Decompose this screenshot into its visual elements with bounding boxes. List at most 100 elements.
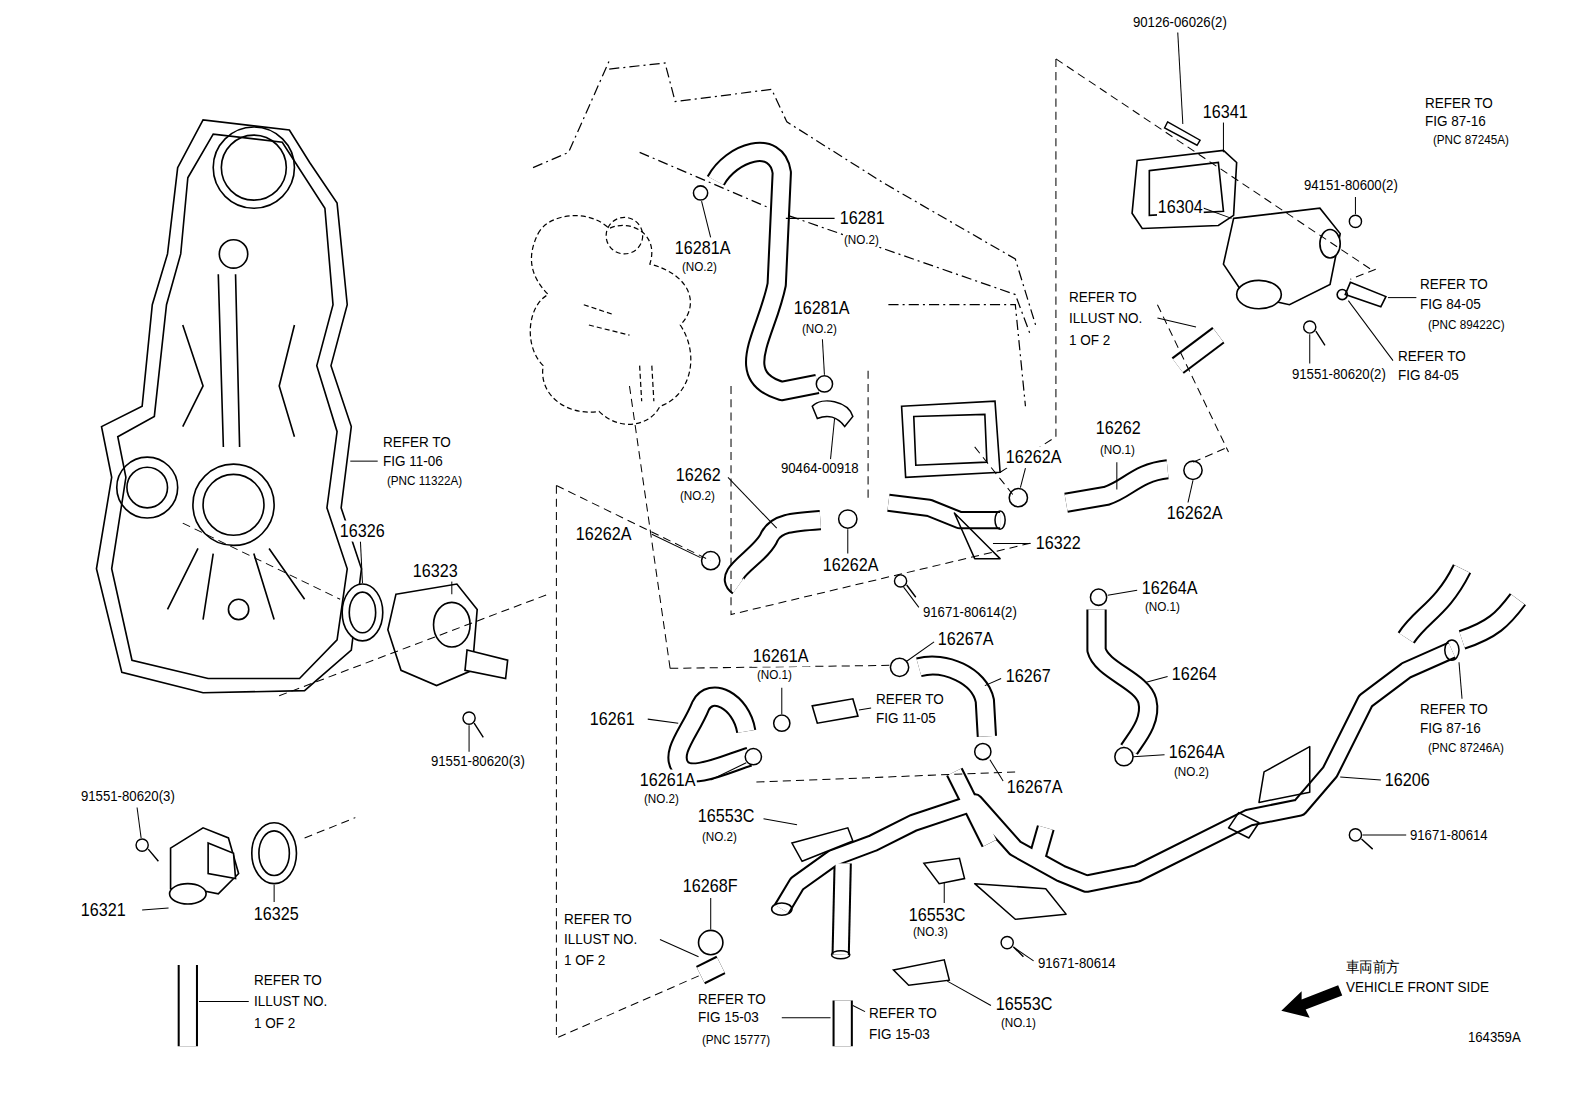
part-number: 16264	[1171, 664, 1218, 685]
hoses-part-part	[835, 1000, 851, 1046]
hoses-part-part	[1462, 599, 1518, 640]
part-number: 16267A	[937, 629, 994, 650]
sub-note: (NO.2)	[801, 322, 838, 336]
clamps-clips-part	[893, 960, 949, 985]
sub-note: (NO.2)	[843, 233, 880, 247]
dashed-guides-part	[756, 772, 1015, 782]
hoses-part-part	[833, 1000, 853, 1046]
water-pipe-part-part	[1259, 747, 1310, 803]
part-number: 16262A	[1166, 503, 1223, 524]
clamps-clips-part	[816, 376, 832, 392]
reference-note: 車両前方	[1345, 959, 1401, 976]
part-code: 91671-80614	[1037, 955, 1117, 972]
part-number: 16281A	[793, 298, 850, 319]
part-code: 90464-00918	[780, 460, 860, 477]
reference-note: 1 OF 2	[253, 1015, 296, 1032]
reference-note: FIG 87-16	[1419, 720, 1482, 737]
housings-part	[342, 584, 383, 641]
leader-lines-part	[1157, 318, 1196, 327]
part-number: 16341	[1202, 102, 1249, 123]
leader-lines-part	[1108, 590, 1137, 595]
part-number: 16264A	[1168, 742, 1225, 763]
part-code: 94151-80600(2)	[1303, 177, 1399, 194]
leader-lines-part	[1178, 33, 1183, 124]
part-number: 16261A	[639, 770, 696, 791]
bolts-part	[1304, 321, 1316, 333]
engine-outline-part	[640, 152, 1031, 335]
clamps-clips-part	[1009, 489, 1027, 507]
housings-part	[465, 650, 508, 678]
timing-cover-part	[183, 325, 295, 437]
housings-part	[208, 843, 235, 879]
timing-cover-part	[219, 240, 247, 268]
housings-part	[434, 602, 471, 647]
leader-lines-part	[1133, 755, 1164, 757]
water-pipe-part-part	[1229, 813, 1259, 838]
water-pipe-part-part	[888, 503, 1000, 520]
dashed-guides	[183, 59, 1376, 1038]
reference-note: ILLUST NO.	[1068, 310, 1143, 327]
clamps-clips-part	[1090, 589, 1106, 605]
housings-part	[388, 584, 477, 686]
leader-lines-part	[1348, 301, 1393, 361]
water-pipe-part-part	[1445, 640, 1459, 660]
dashed-guides-part	[629, 386, 670, 668]
hoses-part-part	[734, 520, 820, 586]
part-number: 16268F	[682, 876, 738, 897]
leader-lines-part	[1388, 297, 1416, 298]
part-number: 16262A	[1005, 447, 1062, 468]
leader-lines-part	[469, 725, 470, 751]
bolts	[136, 122, 1373, 957]
water-pipe-part	[772, 511, 1459, 959]
part-number: 16281A	[674, 238, 731, 259]
hoses-part-part	[1097, 609, 1149, 749]
sub-note: (PNC 87245A)	[1432, 133, 1510, 147]
water-pipe-part-part	[832, 951, 850, 959]
part-code: 91551-80620(3)	[80, 788, 176, 805]
part-code: 91551-80620(2)	[1291, 366, 1387, 383]
sub-note: (PNC 15777)	[701, 1033, 771, 1047]
dashed-guides-part	[279, 594, 548, 696]
leader-lines-part	[1116, 462, 1117, 489]
clamps-clips-part	[890, 658, 908, 676]
reference-note: FIG 15-03	[697, 1009, 760, 1026]
part-code: 91551-80620(3)	[430, 753, 526, 770]
water-pipe-part-part	[954, 772, 990, 843]
leader-lines-part	[660, 940, 699, 957]
part-number: 16262A	[822, 555, 879, 576]
bolts-part	[1001, 936, 1013, 948]
leader-lines-part	[350, 461, 377, 462]
leader-lines-part	[728, 477, 777, 528]
bolts-part	[148, 331, 1372, 957]
housings-part	[1345, 282, 1386, 306]
sub-note: (NO.1)	[756, 668, 793, 682]
water-pipe-part	[782, 503, 1452, 955]
sub-note: (NO.1)	[1000, 1016, 1037, 1030]
timing-cover-part	[213, 127, 294, 208]
water-pipe-part-part	[841, 863, 843, 954]
sub-note: (NO.1)	[1144, 600, 1181, 614]
engine-outline-part	[609, 63, 1035, 325]
part-number: 16264A	[1141, 578, 1198, 599]
clamps-clips-part	[839, 510, 857, 528]
timing-cover-part	[96, 120, 361, 693]
leader-lines-part	[1201, 207, 1231, 218]
manifold-sketch	[530, 216, 691, 425]
manifold-sketch-part	[584, 305, 630, 335]
bolts-part	[1349, 215, 1361, 227]
leader-lines-part	[1014, 948, 1033, 961]
reference-note: FIG 11-06	[382, 453, 444, 470]
hoses	[188, 152, 1518, 1046]
reference-note: 1 OF 2	[563, 952, 606, 969]
clamps-clips	[693, 186, 1202, 985]
part-number: 16267	[1005, 666, 1052, 687]
reference-note: REFER TO	[1419, 701, 1489, 718]
hoses-part-part	[716, 152, 818, 391]
dashed-guides-part	[1000, 59, 1056, 472]
hoses-part-part	[677, 697, 749, 773]
water-pipe-part	[782, 503, 1452, 955]
hoses-part-part	[701, 965, 721, 975]
sub-note: (NO.2)	[701, 830, 738, 844]
